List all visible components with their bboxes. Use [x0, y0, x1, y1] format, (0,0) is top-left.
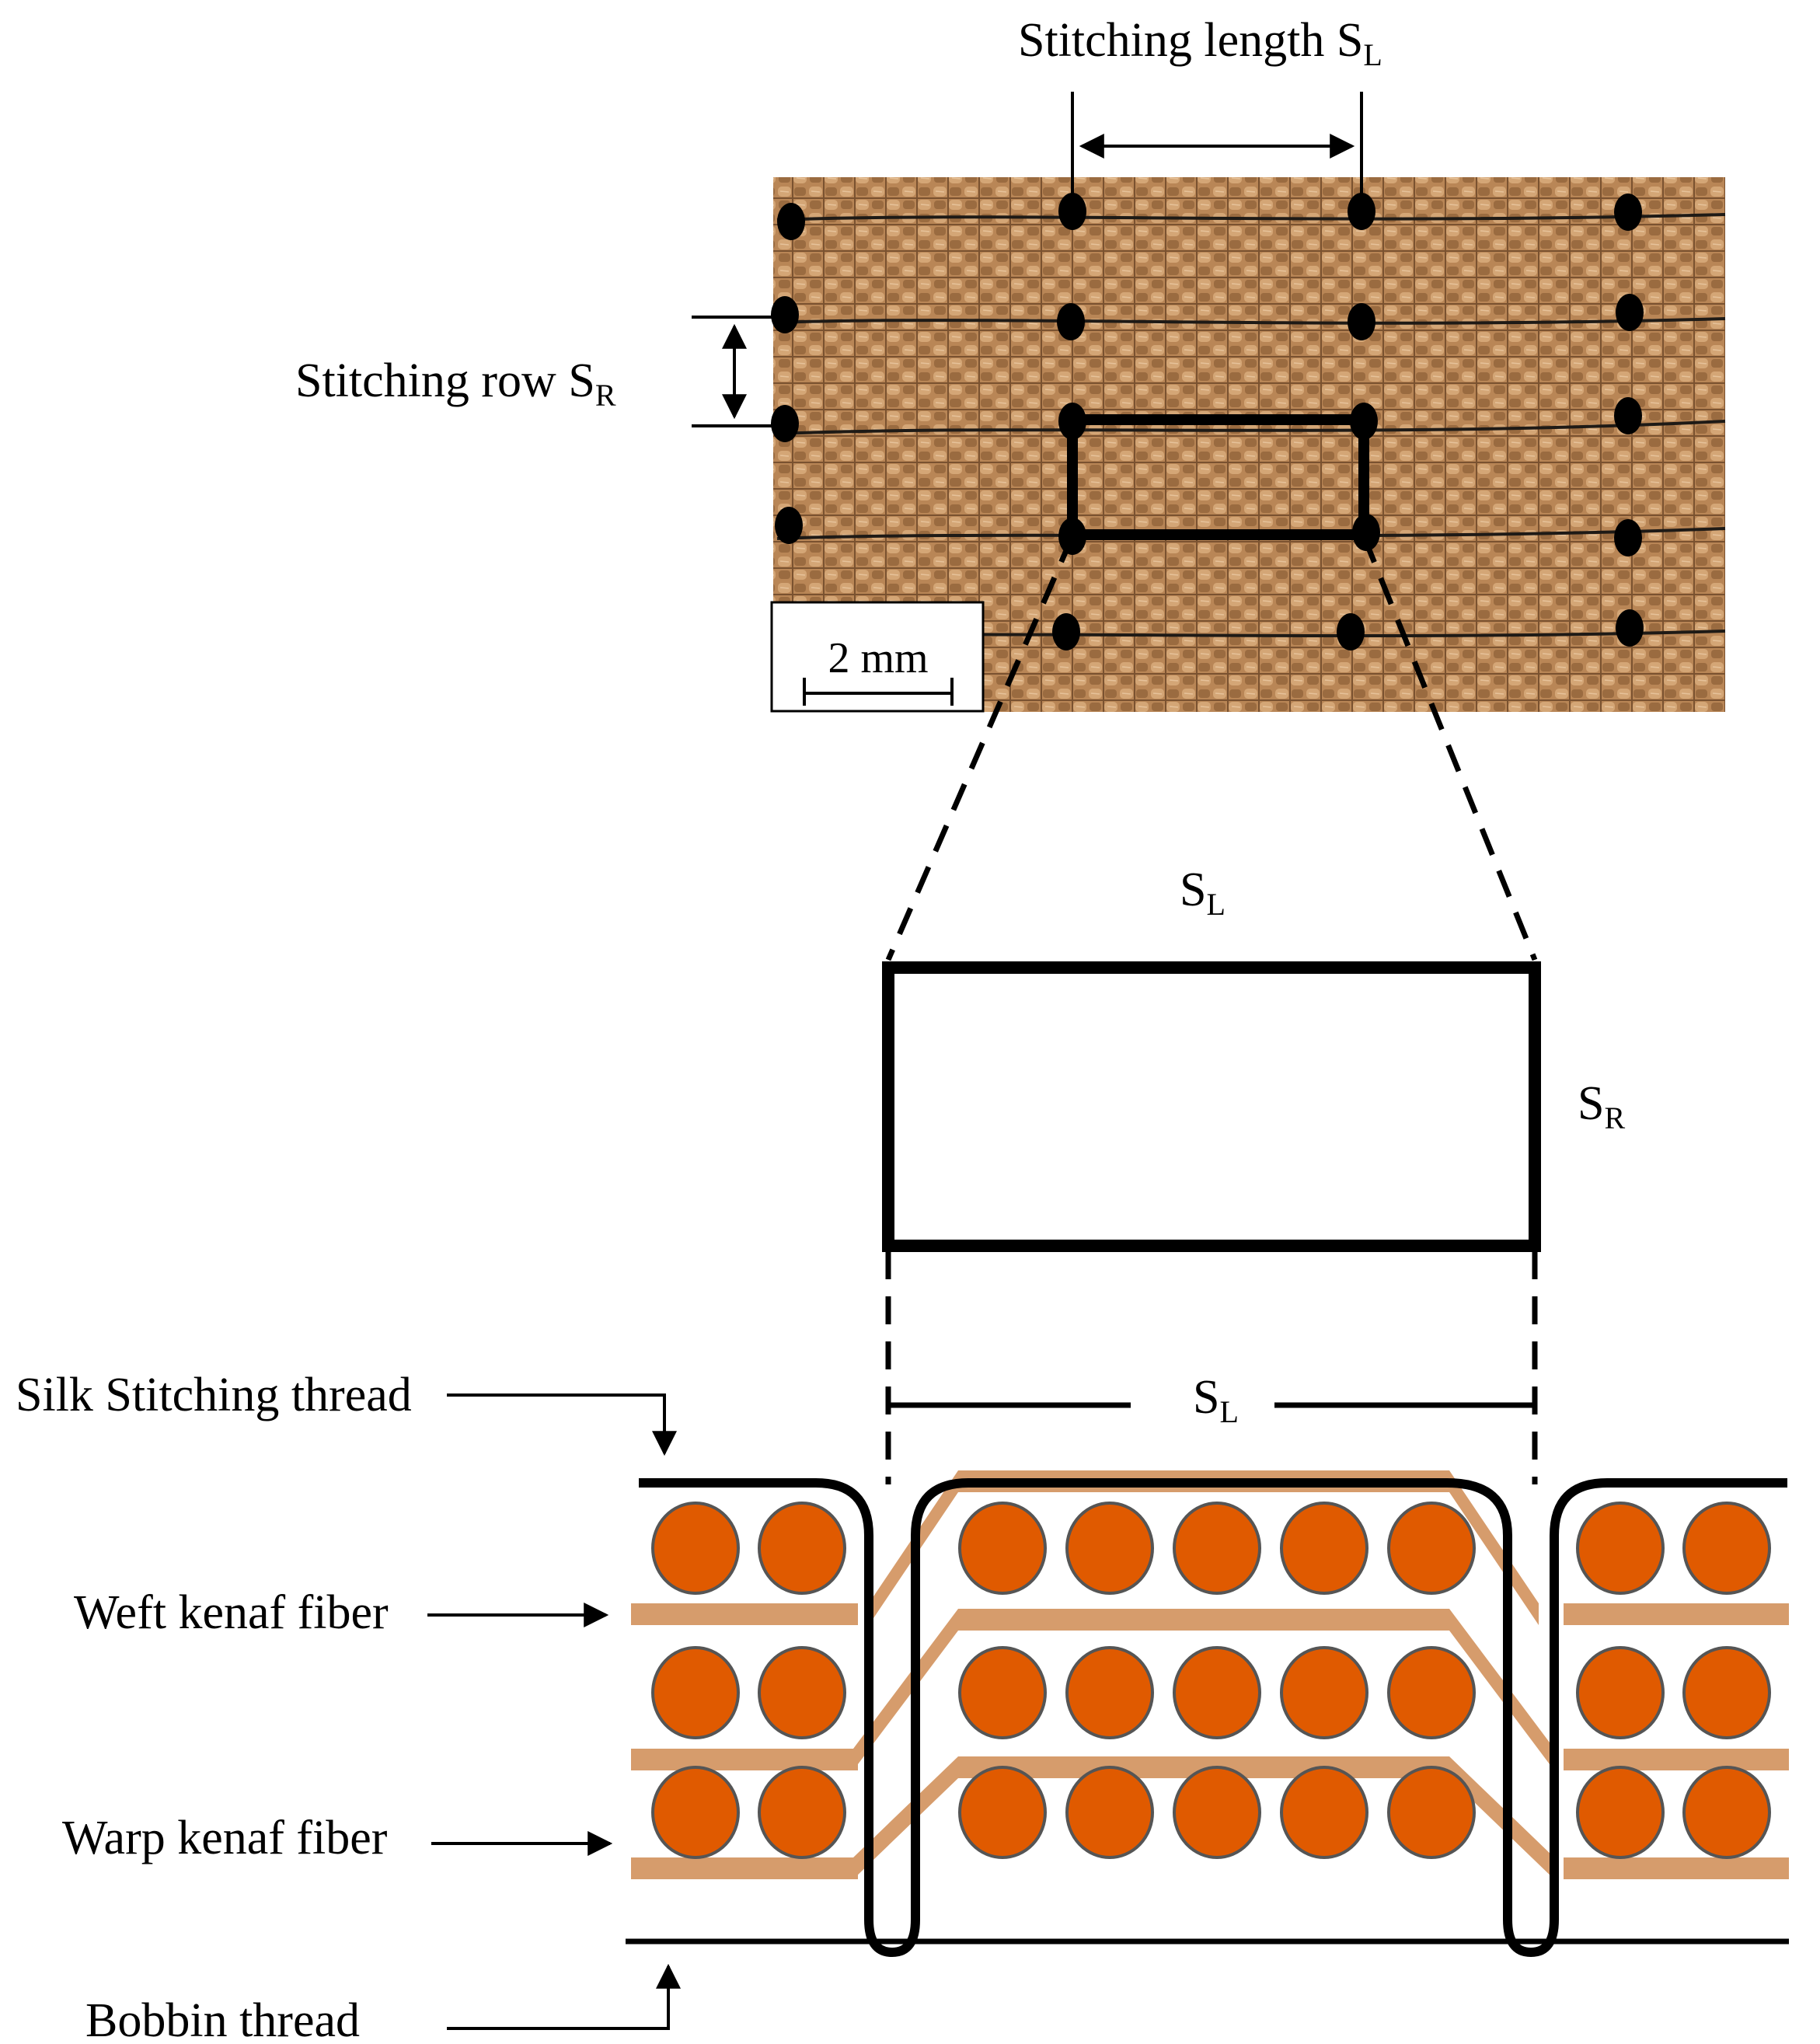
weft-bands: [631, 1470, 1789, 1879]
sl-bracket: SL: [888, 1371, 1535, 1429]
scale-bar: 2 mm: [770, 601, 985, 713]
stitch-holes: [771, 193, 1644, 651]
enlarged-sl-label: SL: [1180, 863, 1226, 922]
bracket-sl-label: SL: [1193, 1371, 1239, 1429]
enlarged-unit-cell: [882, 961, 1541, 1252]
stitching-row-annotation: Stitching row SR: [295, 316, 777, 427]
cross-section-labels: Silk Stitching thread Weft kenaf fiber W…: [16, 1369, 681, 2044]
stitching-length-annotation: Stitching length SL: [1018, 14, 1382, 194]
unit-cell-outline: [1067, 414, 1369, 540]
weft-fiber-label: Weft kenaf fiber: [74, 1586, 389, 1639]
scale-bar-label: 2 mm: [828, 634, 928, 682]
silk-thread-label: Silk Stitching thread: [16, 1369, 412, 1421]
kenaf-fibers: [651, 1502, 1771, 1859]
zoom-dashed-lines: [885, 535, 1538, 961]
warp-fiber-label: Warp kenaf fiber: [62, 1812, 388, 1864]
silk-stitching-thread: [639, 1478, 1787, 1957]
bobbin-thread-label: Bobbin thread: [85, 1994, 360, 2044]
stitching-length-label: Stitching length SL: [1018, 14, 1382, 72]
section-dashed-lines: [885, 1251, 1538, 1484]
stitching-row-label: Stitching row SR: [295, 354, 616, 413]
enlarged-sr-label: SR: [1578, 1077, 1625, 1135]
